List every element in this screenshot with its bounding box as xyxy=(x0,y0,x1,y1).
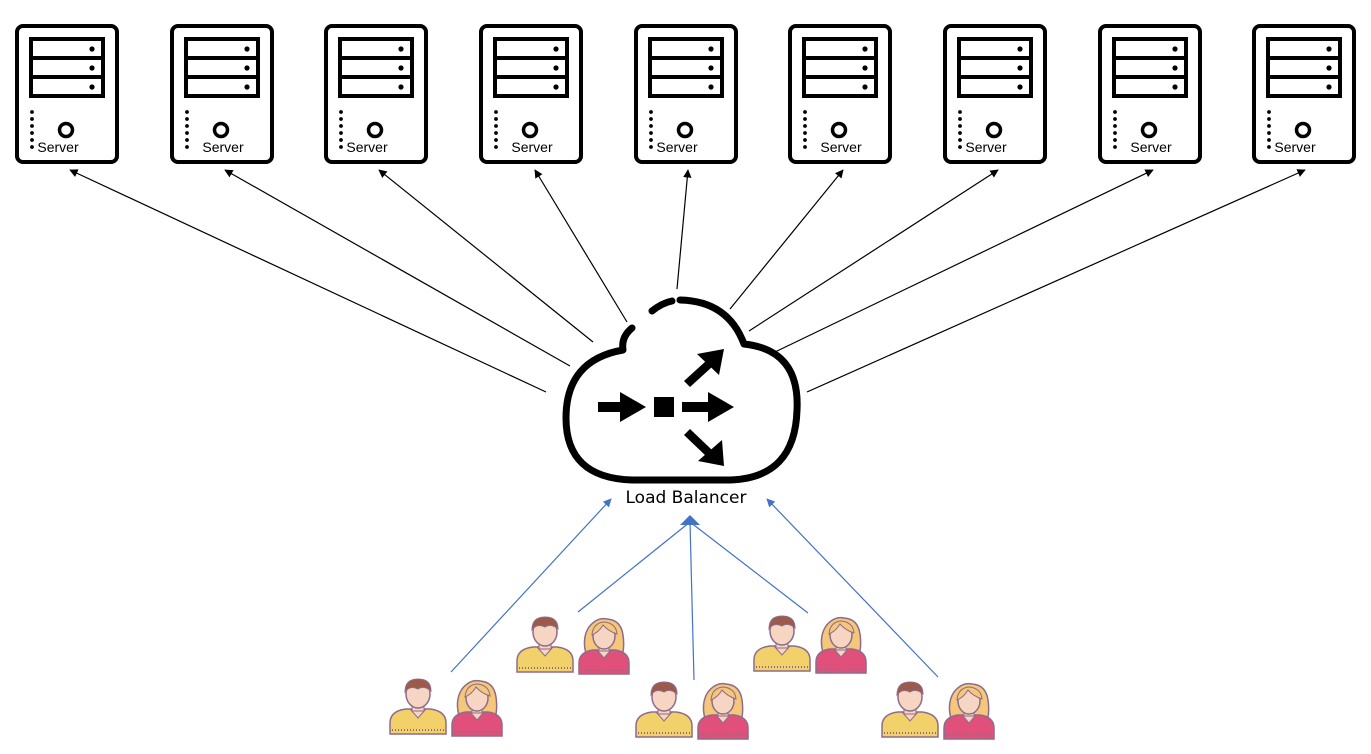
female-user-icon xyxy=(697,682,749,740)
male-user-icon xyxy=(635,681,693,738)
connector-arrow xyxy=(748,169,999,332)
connector-arrow xyxy=(806,169,1306,393)
server-2: Server xyxy=(170,24,274,164)
connector-arrow xyxy=(378,169,594,343)
user-group-3 xyxy=(635,681,749,740)
server-4: Server xyxy=(479,24,583,164)
user-group-1 xyxy=(389,678,503,737)
server-label: Server xyxy=(37,139,79,155)
arrowhead-merge xyxy=(680,515,700,525)
connector-arrow xyxy=(224,169,571,367)
server-label: Server xyxy=(965,139,1007,155)
connector-arrow xyxy=(450,498,612,673)
connector-arrow xyxy=(69,169,547,393)
female-user-icon xyxy=(815,616,867,674)
server-9: Server xyxy=(1252,24,1356,164)
server-6: Server xyxy=(788,24,892,164)
connector-line xyxy=(689,521,695,681)
server-3: Server xyxy=(324,24,428,164)
server-label: Server xyxy=(202,139,244,155)
server-label: Server xyxy=(656,139,698,155)
server-label: Server xyxy=(1130,139,1172,155)
server-label: Server xyxy=(1274,139,1316,155)
connector-line xyxy=(577,521,691,613)
load-balancer: Load Balancer xyxy=(562,296,801,508)
connector-line xyxy=(689,521,809,614)
server-label: Server xyxy=(511,139,553,155)
female-user-icon xyxy=(451,679,503,737)
server-8: Server xyxy=(1098,24,1202,164)
load-balancer-label: Load Balancer xyxy=(626,488,747,508)
user-group-4 xyxy=(753,615,867,674)
male-user-icon xyxy=(516,616,574,673)
male-user-icon xyxy=(753,615,811,672)
server-1: Server xyxy=(15,24,119,164)
male-user-icon xyxy=(881,681,939,738)
user-group-5 xyxy=(881,681,995,740)
connector-arrow xyxy=(729,169,844,310)
servers-row: Server Server Server Server Server Serve… xyxy=(15,24,1356,164)
users xyxy=(389,615,995,740)
male-user-icon xyxy=(389,678,447,735)
server-label: Server xyxy=(820,139,862,155)
server-5: Server xyxy=(634,24,738,164)
female-user-icon xyxy=(578,617,630,675)
server-7: Server xyxy=(943,24,1047,164)
female-user-icon xyxy=(943,682,995,740)
server-label: Server xyxy=(346,139,388,155)
user-connections xyxy=(450,498,939,681)
routing-arrows-icon xyxy=(598,349,734,466)
connector-arrow xyxy=(766,498,939,678)
cloud-icon xyxy=(562,296,801,484)
user-group-2 xyxy=(516,616,630,675)
connector-arrow xyxy=(774,169,1154,353)
connector-arrow xyxy=(676,169,692,290)
connector-arrow xyxy=(534,169,628,323)
server-connections xyxy=(69,169,1306,393)
